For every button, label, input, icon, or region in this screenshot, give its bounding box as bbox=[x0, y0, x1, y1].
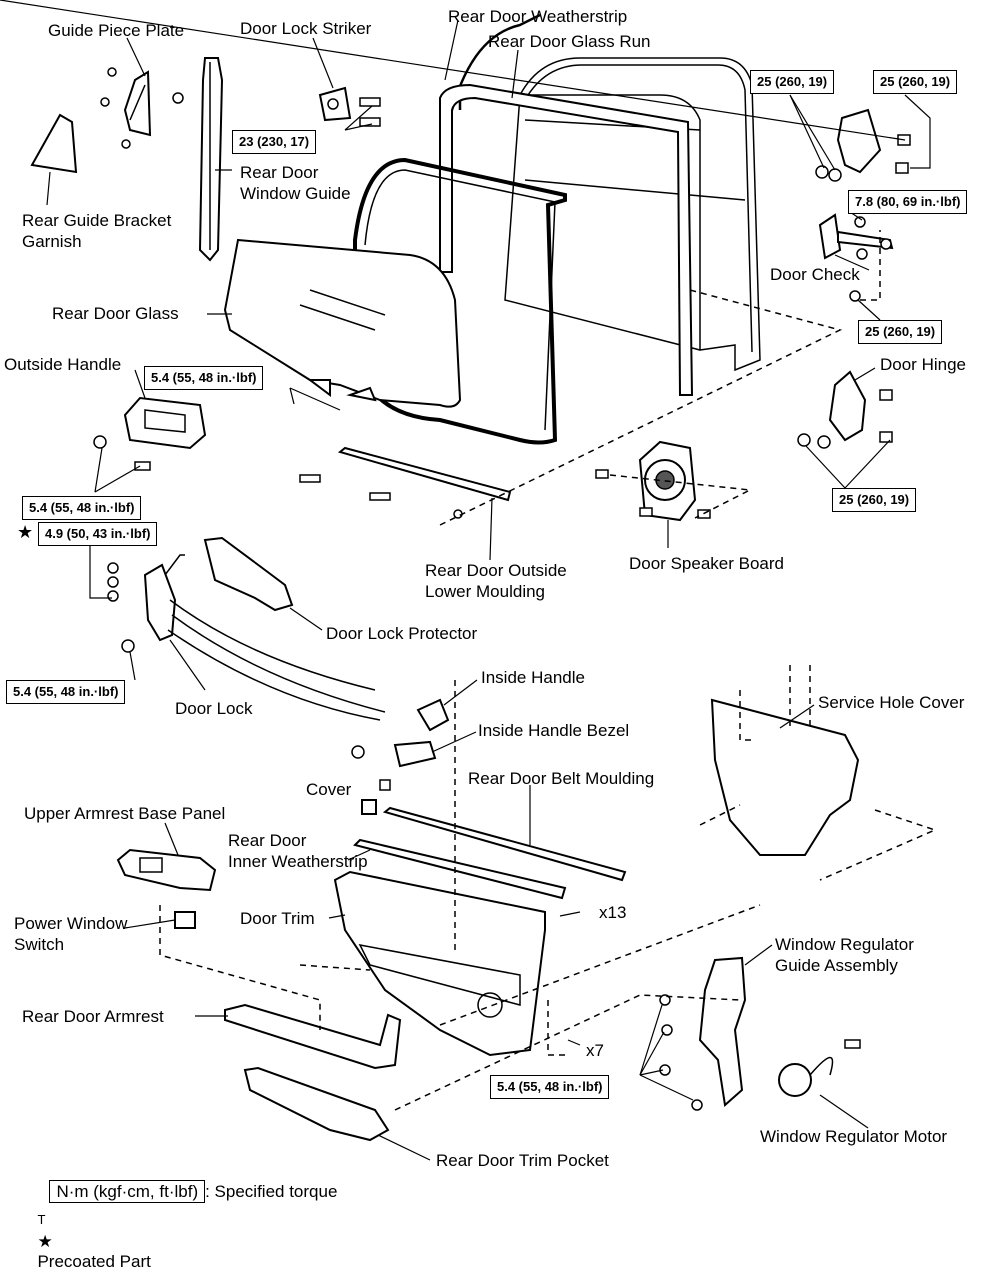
rear-door-glass-drawing bbox=[223, 238, 462, 408]
torque-legend-text: : Specified torque bbox=[205, 1182, 338, 1201]
torque-hinge-upper-left: 25 (260, 19) bbox=[750, 70, 835, 94]
door-lock-protector-drawing bbox=[203, 536, 294, 612]
label-rear-door-glass: Rear Door Glass bbox=[52, 304, 179, 323]
label-service-hole-cover: Service Hole Cover bbox=[818, 693, 965, 712]
precoat-legend-text: Precoated Part bbox=[37, 1252, 151, 1271]
label-cover: Cover bbox=[306, 780, 352, 799]
guide-piece-plate-drawing bbox=[100, 67, 184, 149]
label-outside-handle: Outside Handle bbox=[4, 355, 122, 374]
label-inside-handle-bezel: Inside Handle Bezel bbox=[478, 721, 630, 740]
label-door-lock-striker: Door Lock Striker bbox=[240, 19, 372, 38]
door-trim-drawing bbox=[333, 870, 546, 1057]
label-door-hinge: Door Hinge bbox=[880, 355, 966, 374]
label-power-window-switch: Power Window Switch bbox=[14, 914, 128, 954]
label-guide-piece-plate: Guide Piece Plate bbox=[48, 21, 185, 40]
precoat-legend-star: ★ bbox=[37, 1232, 53, 1251]
window-guide-drawing bbox=[198, 57, 224, 262]
torque-outside-handle: 5.4 (55, 48 in.·lbf) bbox=[22, 496, 142, 520]
precoat-legend: T ★ Precoated Part bbox=[28, 1192, 151, 1272]
label-x13: x13 bbox=[599, 903, 627, 922]
torque-legend: N·m (kgf·cm, ft·lbf): Specified torque bbox=[40, 1162, 338, 1203]
door-lock-drawing bbox=[107, 554, 386, 721]
inside-handle-drawing bbox=[351, 698, 450, 815]
label-rear-door-belt-moulding: Rear Door Belt Moulding bbox=[468, 769, 655, 788]
door-speaker-drawing bbox=[595, 440, 711, 522]
torque-hinge-upper-right: 25 (260, 19) bbox=[873, 70, 958, 94]
armrest-drawing bbox=[224, 1003, 402, 1142]
assembly-dashed-lines bbox=[159, 230, 938, 1111]
upper-armrest-base-panel-drawing bbox=[116, 848, 217, 929]
torque-hinge-lower: 25 (260, 19) bbox=[832, 488, 917, 512]
label-window-regulator-guide-assembly: Window Regulator Guide Assembly bbox=[775, 935, 914, 975]
torque-regulator: 5.4 (55, 48 in.·lbf) bbox=[490, 1075, 610, 1099]
door-check-drawing bbox=[818, 213, 894, 302]
label-door-trim: Door Trim bbox=[240, 909, 315, 928]
torque-glass: 5.4 (55, 48 in.·lbf) bbox=[144, 366, 264, 390]
precoated-star-mark: ★ bbox=[17, 522, 34, 542]
torque-legend-box: N·m (kgf·cm, ft·lbf) bbox=[49, 1180, 206, 1203]
label-x7: x7 bbox=[586, 1041, 604, 1060]
window-regulator-drawing bbox=[659, 956, 861, 1111]
torque-door-lock-precoated: 4.9 (50, 43 in.·lbf) bbox=[38, 522, 158, 546]
label-window-regulator-motor: Window Regulator Motor bbox=[760, 1127, 948, 1146]
guide-bracket-garnish-drawing bbox=[30, 113, 78, 174]
door-lock-striker-drawing bbox=[318, 86, 381, 127]
glass-run-drawing bbox=[439, 83, 694, 396]
torque-striker: 23 (230, 17) bbox=[232, 130, 317, 154]
leader-lines bbox=[0, 0, 931, 1161]
torque-door-check-small: 7.8 (80, 69 in.·lbf) bbox=[848, 190, 968, 214]
label-rear-door-armrest: Rear Door Armrest bbox=[22, 1007, 164, 1026]
label-upper-armrest-base-panel: Upper Armrest Base Panel bbox=[24, 804, 226, 823]
label-rear-guide-bracket-garnish: Rear Guide Bracket Garnish bbox=[22, 211, 172, 251]
label-inside-handle: Inside Handle bbox=[481, 668, 585, 687]
label-door-lock-protector: Door Lock Protector bbox=[326, 624, 478, 643]
outside-lower-moulding-drawing bbox=[299, 446, 512, 519]
lower-hinge-drawing bbox=[797, 370, 893, 449]
label-rear-door-weatherstrip: Rear Door Weatherstrip bbox=[448, 7, 628, 26]
torque-door-check-body: 25 (260, 19) bbox=[858, 320, 943, 344]
precoat-legend-mark-t: T bbox=[37, 1212, 46, 1227]
label-rear-door-glass-run: Rear Door Glass Run bbox=[488, 32, 651, 51]
exploded-parts-diagram bbox=[0, 0, 938, 1161]
door-frame-drawing bbox=[504, 57, 761, 372]
torque-door-lock-lower: 5.4 (55, 48 in.·lbf) bbox=[6, 680, 126, 704]
label-door-speaker-board: Door Speaker Board bbox=[629, 554, 784, 573]
service-hole-cover-drawing bbox=[710, 698, 860, 856]
label-rear-door-window-guide: Rear Door Window Guide bbox=[240, 163, 351, 203]
upper-hinge-drawing bbox=[815, 108, 911, 182]
belt-moulding-drawing bbox=[353, 806, 627, 900]
label-rear-door-outside-lower-moulding: Rear Door Outside Lower Moulding bbox=[425, 561, 567, 601]
outside-handle-drawing bbox=[93, 396, 207, 471]
label-rear-door-trim-pocket: Rear Door Trim Pocket bbox=[436, 1151, 609, 1170]
label-door-check: Door Check bbox=[770, 265, 860, 284]
label-door-lock: Door Lock bbox=[175, 699, 253, 718]
label-rear-door-inner-weatherstrip: Rear Door Inner Weatherstrip bbox=[228, 831, 368, 871]
